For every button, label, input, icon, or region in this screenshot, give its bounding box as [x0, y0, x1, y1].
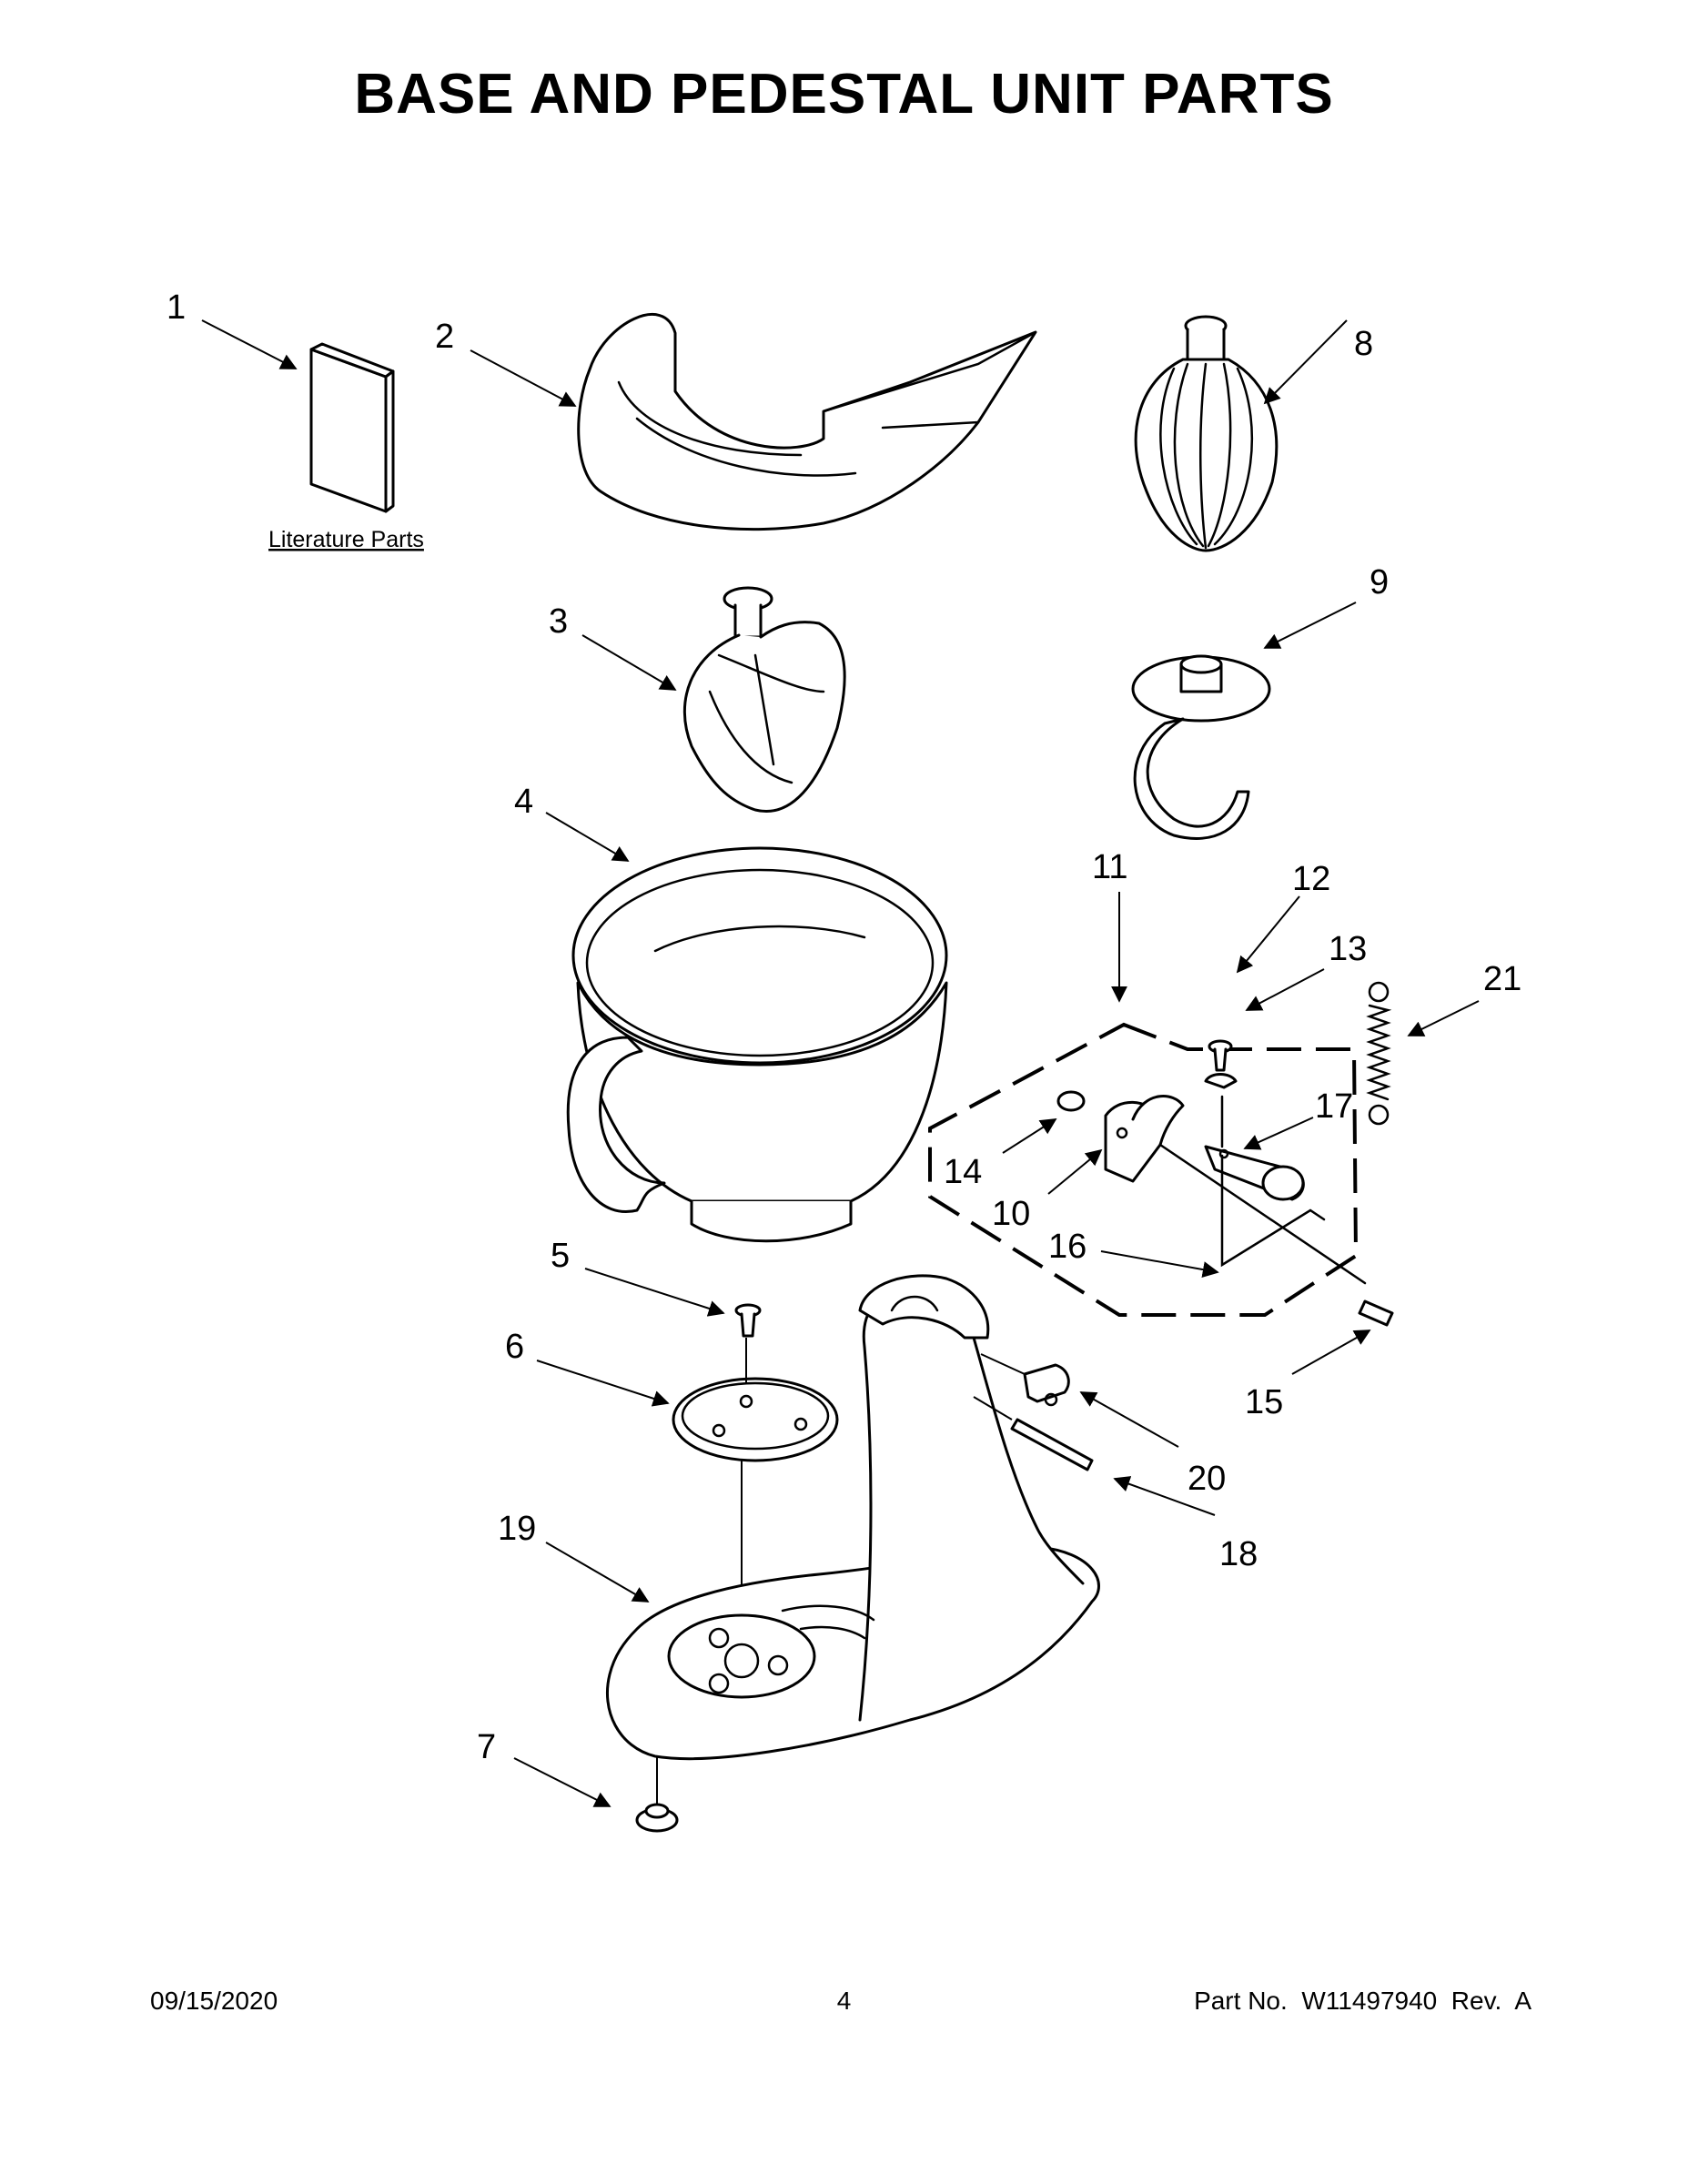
- dough-hook-part: [1131, 654, 1271, 840]
- callout-6: 6: [505, 1328, 524, 1366]
- hinge-assembly-group: [928, 1022, 1367, 1317]
- callout-1: 1: [167, 288, 186, 327]
- flat-beater-part: [682, 586, 846, 813]
- callout-17: 17: [1315, 1087, 1353, 1126]
- callout-leaders: [201, 319, 1480, 1807]
- callout-20: 20: [1188, 1460, 1226, 1498]
- callout-10: 10: [992, 1195, 1030, 1233]
- callout-14: 14: [944, 1153, 982, 1191]
- callout-18: 18: [1219, 1535, 1258, 1573]
- literature-booklet-part: [309, 342, 395, 513]
- callout-11: 11: [1092, 848, 1127, 886]
- page-title: BASE AND PEDESTAL UNIT PARTS: [354, 63, 1334, 126]
- callout-7: 7: [477, 1728, 496, 1766]
- callout-13: 13: [1329, 930, 1367, 968]
- callout-21: 21: [1483, 960, 1521, 998]
- callout-19: 19: [498, 1510, 536, 1548]
- mixing-bowl-part: [566, 846, 948, 1243]
- callout-5: 5: [551, 1237, 570, 1275]
- callout-9: 9: [1370, 563, 1389, 602]
- literature-parts-label: Literature Parts: [268, 527, 424, 552]
- callout-4: 4: [514, 783, 533, 821]
- callout-15: 15: [1245, 1383, 1283, 1421]
- callout-2: 2: [435, 318, 454, 356]
- callout-numbers: 1 2 3 4 5 6 7 8 9 10 11 12 13 14 15 16 1…: [167, 288, 1521, 1766]
- footer-part-number: Part No. W11497940 Rev. A: [1194, 1987, 1531, 2015]
- lock-lever-part: [980, 1353, 1070, 1407]
- hinge-pin-part: [973, 1396, 1094, 1471]
- spring-part: [1366, 981, 1392, 1126]
- footer-page-number: 4: [836, 1987, 852, 2015]
- callout-16: 16: [1048, 1228, 1087, 1266]
- pedestal-base-part: [605, 1274, 1100, 1761]
- clamp-plate-part: [672, 1338, 839, 1638]
- callout-3: 3: [549, 602, 568, 641]
- callout-12: 12: [1292, 860, 1330, 898]
- callout-8: 8: [1354, 325, 1373, 363]
- wire-whip-part: [1134, 315, 1279, 552]
- pouring-shield-part: [577, 313, 1037, 531]
- footer-date: 09/15/2020: [150, 1987, 278, 2015]
- rubber-foot-part: [635, 1756, 679, 1833]
- hinge-pin-screw-part: [1358, 1299, 1394, 1327]
- screw-part: [734, 1303, 762, 1338]
